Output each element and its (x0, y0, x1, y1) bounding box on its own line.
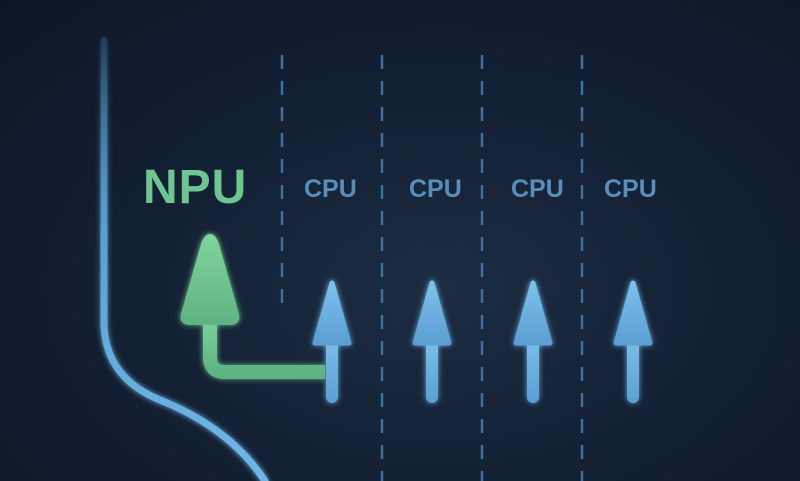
cpu-arrow-4 (613, 280, 653, 403)
cpu-label-1: CPU (304, 175, 357, 203)
cpu-label-3: CPU (511, 175, 564, 203)
npu-arrow (180, 234, 325, 379)
npu-label: NPU (143, 161, 248, 214)
cpu-arrow-1 (312, 280, 352, 403)
cpu-label-4: CPU (604, 175, 657, 203)
cpu-arrow-2 (412, 280, 452, 403)
cpu-label-2: CPU (409, 175, 462, 203)
left-road-edge (100, 36, 269, 481)
cpu-arrow-3 (513, 280, 553, 403)
